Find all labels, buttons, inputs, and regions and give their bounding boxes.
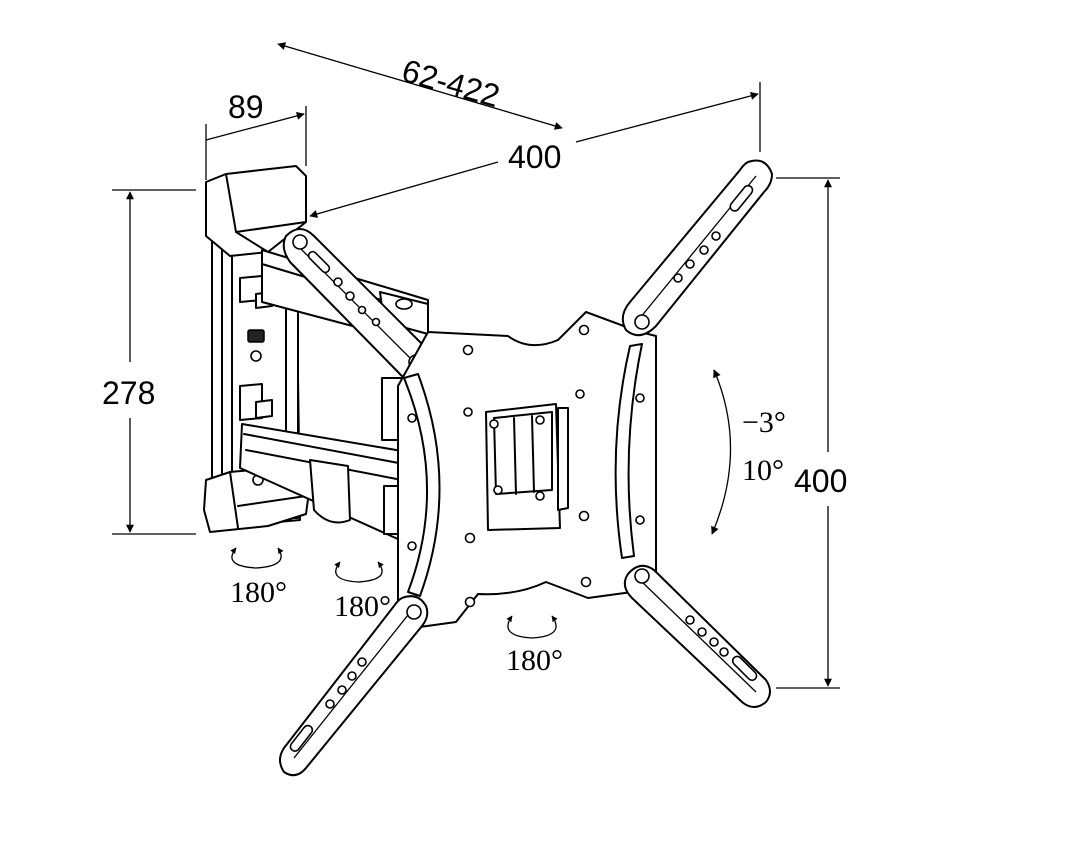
dim-depth-range-label: 62-422: [398, 52, 504, 114]
tv-plate: [397, 311, 657, 631]
tilt-down-label: 10°: [742, 454, 784, 487]
upper-arm: [261, 228, 432, 381]
swivel-plate-label: 180°: [506, 644, 563, 677]
swivel-arrows: [230, 547, 558, 639]
dim-vesa-vertical-label: 400: [794, 463, 847, 499]
swivel-arm-label: 180°: [334, 590, 391, 623]
vesa-arm-upper-right: [621, 159, 773, 337]
tilt-up-label: −3°: [742, 406, 786, 439]
vesa-arm-lower-left: [279, 595, 429, 777]
vesa-arm-lower-right: [623, 564, 771, 708]
dim-wall-plate-depth-label: 89: [228, 89, 264, 125]
swivel-wall-label: 180°: [230, 576, 287, 609]
dimension-lines: [112, 42, 840, 689]
dim-wall-plate-height-label: 278: [102, 375, 155, 411]
dim-vesa-horizontal-label: 400: [508, 139, 561, 175]
